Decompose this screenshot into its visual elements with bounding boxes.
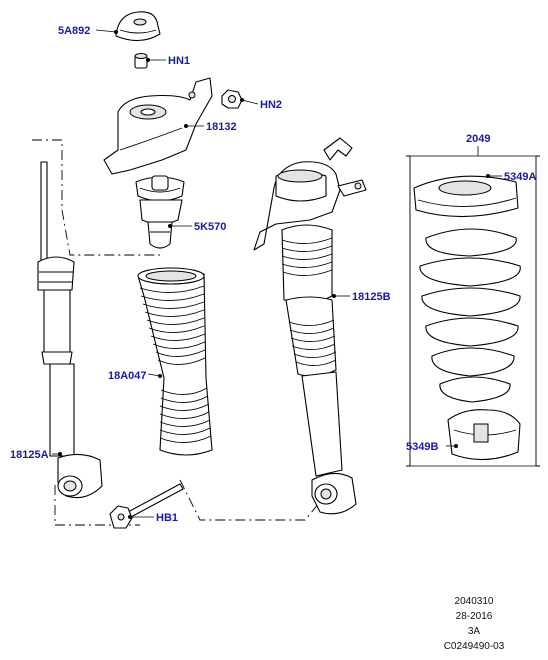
- nut-hn2-part: [221, 89, 243, 109]
- boot-ribs-lower: [159, 387, 212, 443]
- leader-lines: [52, 29, 502, 519]
- drawing-stamp: 2040310 28-2016 3A C0249490-03: [414, 594, 534, 654]
- stamp-code: 2040310: [454, 596, 494, 607]
- spring-coils: [419, 228, 521, 403]
- upper-mount-bracket-part: [103, 77, 213, 175]
- callout-18125b: 18125B: [352, 291, 391, 303]
- boot-ribs-upper: [139, 285, 206, 365]
- callout-labels: 5A892 HN1 HN2 18132 5K570 18A047 18125A …: [10, 25, 536, 524]
- stamp-date: 28-2016: [455, 611, 493, 622]
- stamp-reference: C0249490-03: [443, 641, 505, 652]
- callout-18132: 18132: [206, 121, 237, 133]
- bump-stop-part: [135, 175, 185, 249]
- callout-18125a: 18125A: [10, 449, 49, 461]
- strut-ribs-upper: [281, 237, 333, 276]
- upper-spring-seat-part: [413, 175, 519, 218]
- callout-hb1: HB1: [156, 512, 178, 524]
- top-cap-part: [115, 11, 161, 42]
- nut-hn1-part: [134, 53, 148, 69]
- callout-18a047: 18A047: [108, 370, 147, 382]
- callout-5349a: 5349A: [504, 171, 536, 183]
- callout-2049: 2049: [466, 133, 490, 145]
- bolt-hb1-part: [109, 483, 184, 529]
- callout-5k570: 5K570: [194, 221, 226, 233]
- callout-hn2: HN2: [260, 99, 282, 111]
- air-strut-b-part: [253, 137, 367, 515]
- coil-spring-group: [406, 146, 540, 467]
- strut-ribs-lower: [288, 319, 337, 366]
- callout-hn1: HN1: [168, 55, 190, 67]
- callout-5349b: 5349B: [406, 441, 438, 453]
- lower-spring-seat-part: [447, 409, 521, 461]
- shock-absorber-a-part: [37, 161, 103, 499]
- callout-5a892: 5A892: [58, 25, 90, 37]
- stamp-revision: 3A: [467, 626, 481, 637]
- dust-boot-part: [137, 267, 213, 456]
